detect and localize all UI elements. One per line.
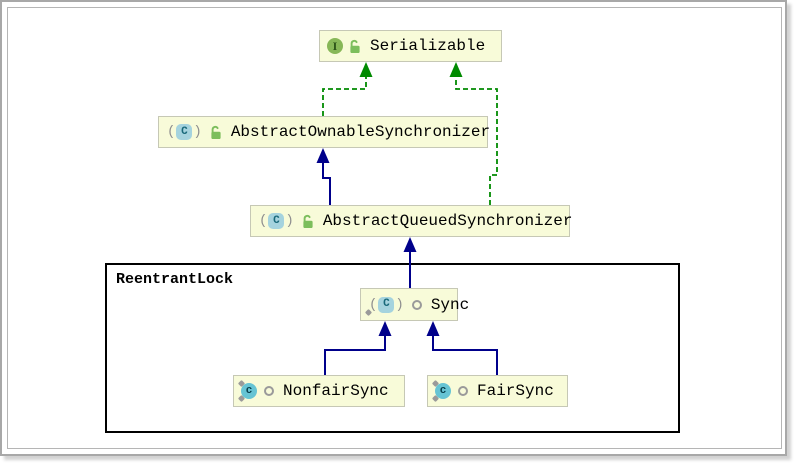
class-name: FairSync bbox=[477, 382, 554, 400]
abstract-paren-icon: ( bbox=[259, 213, 268, 229]
abstract-paren-icon: ) bbox=[285, 213, 294, 229]
class-letter-icon: C bbox=[176, 124, 193, 140]
unlock-icon bbox=[208, 125, 222, 140]
unlock-icon bbox=[347, 39, 361, 54]
class-name: Sync bbox=[430, 295, 470, 314]
class-name: Serializable bbox=[370, 37, 486, 55]
class-node-abstract-queued-synchronizer[interactable]: ( C ) AbstractQueuedSynchronizer bbox=[250, 205, 573, 237]
abstract-paren-icon: ) bbox=[395, 296, 404, 313]
container-reentrantlock[interactable]: ReentrantLock bbox=[105, 263, 680, 433]
class-node-nonfair-sync[interactable]: c NonfairSync bbox=[233, 375, 405, 407]
abstract-paren-icon: ) bbox=[193, 124, 202, 140]
class-letter-icon: C bbox=[268, 213, 285, 229]
abstract-class-icon: ( C ) bbox=[258, 213, 295, 229]
class-letter-icon: c bbox=[435, 383, 451, 399]
abstract-class-icon: ( C ) bbox=[364, 296, 405, 316]
package-private-icon bbox=[458, 386, 468, 396]
abstract-paren-icon: ( bbox=[167, 124, 176, 140]
class-name: NonfairSync bbox=[283, 382, 389, 400]
unlock-icon bbox=[300, 214, 314, 229]
class-node-sync[interactable]: ( C ) Sync bbox=[360, 288, 469, 321]
class-node-serializable[interactable]: I Serializable bbox=[319, 30, 502, 62]
class-letter-icon: C bbox=[378, 296, 395, 313]
abstract-paren-icon: ( bbox=[369, 296, 378, 313]
container-label: ReentrantLock bbox=[116, 271, 234, 288]
diagram-canvas-border bbox=[7, 7, 782, 449]
class-name: AbstractQueuedSynchronizer bbox=[322, 212, 573, 230]
class-node-abstract-ownable-synchronizer[interactable]: ( C ) AbstractOwnableSynchronizer bbox=[158, 116, 491, 148]
class-icon: c bbox=[431, 379, 451, 403]
interface-icon: I bbox=[327, 38, 343, 54]
class-name: AbstractOwnableSynchronizer bbox=[230, 123, 491, 141]
class-icon: c bbox=[237, 379, 257, 403]
package-private-icon bbox=[411, 299, 422, 310]
package-private-icon bbox=[264, 386, 274, 396]
class-letter-icon: c bbox=[241, 383, 257, 399]
abstract-class-icon: ( C ) bbox=[166, 124, 203, 140]
class-node-fair-sync[interactable]: c FairSync bbox=[427, 375, 568, 407]
